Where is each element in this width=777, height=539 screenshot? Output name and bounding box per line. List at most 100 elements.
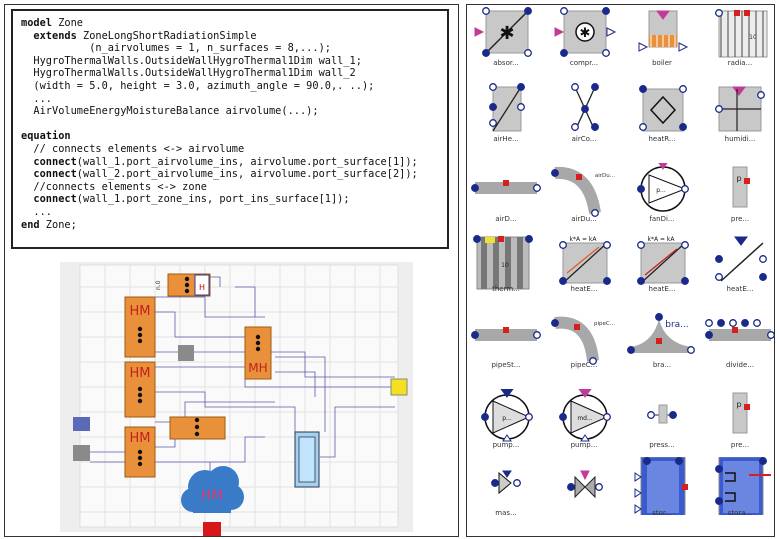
code-text: ... [21, 205, 52, 218]
valve-component-icon [567, 470, 603, 499]
icon-text: k*A = kA [648, 236, 676, 243]
component-label: pre... [730, 215, 750, 223]
heat-recovery-component-icon [639, 85, 687, 132]
branch-component-icon: bra... [627, 313, 695, 354]
icon-text: p [736, 400, 741, 409]
absorber-component[interactable]: ✱ absor... [471, 7, 541, 67]
component-label: pre... [730, 441, 750, 449]
heat-exchanger-1-component[interactable]: k*A = kA heatE... [549, 233, 619, 293]
code-keyword: model [21, 17, 52, 29]
heat-exchanger-2-component-icon: k*A = kA [637, 236, 689, 285]
heat-recovery-component[interactable]: heatR... [627, 83, 697, 143]
air-heater-component[interactable]: airHe... [471, 83, 541, 143]
icon-text: 10 [501, 262, 509, 269]
top-block-label: n.0 [155, 280, 162, 290]
component-label: stora... [727, 509, 753, 517]
icon-text: bra... [665, 320, 689, 330]
pump-2-component-icon: md... [559, 389, 611, 442]
component-label: heatE... [648, 285, 676, 293]
code-text: (width = 5.0, height = 3.0, azimuth_angl… [21, 79, 375, 92]
air-duct-bend-component[interactable]: airDu... airDu... [549, 163, 619, 223]
code-text: // connects elements <-> airvolume [21, 142, 245, 155]
code-text: AirVolumeEnergyMoistureBalance airvolume… [21, 105, 319, 118]
code-line: ... [21, 206, 447, 219]
code-line: extends ZoneLongShortRadiationSimple [21, 30, 447, 43]
storage-2-component-icon [715, 457, 771, 515]
modelica-model-panel: model Zone extends ZoneLongShortRadiatio… [4, 4, 459, 537]
boiler-component[interactable]: boiler [627, 7, 697, 67]
branch-component[interactable]: bra...bra... [627, 309, 697, 369]
component-label: heatR... [648, 135, 676, 143]
airvolume-cloud[interactable]: HM [181, 466, 244, 513]
code-text: ... [21, 92, 52, 105]
air-duct-component-icon [471, 180, 541, 194]
icon-text: pipeC... [594, 321, 615, 327]
code-text: (wall_1.port_airvolume_ins, airvolume.po… [76, 155, 418, 168]
svg-text:H: H [199, 283, 205, 292]
air-duct-component[interactable]: airD... [471, 163, 541, 223]
divider-component[interactable]: divide... [705, 309, 774, 369]
airvolume-label: HM [201, 488, 224, 504]
code-line: HygroThermalWalls.OutsideWallHygroTherma… [21, 67, 447, 80]
component-label: heatE... [726, 285, 754, 293]
code-text: //connects elements <-> zone [21, 180, 207, 193]
component-label: airHe... [493, 135, 519, 143]
code-text: (wall_2.port_airvolume_ins, airvolume.po… [76, 168, 418, 181]
mass-flow-component-icon [491, 470, 521, 495]
component-label: absor... [493, 59, 519, 67]
air-cooler-component-icon [571, 83, 599, 132]
pressure-2-component[interactable]: p pre... [705, 389, 774, 449]
pump-1-component-icon: p... [481, 389, 533, 442]
heat-exchanger-2-component[interactable]: k*A = kA heatE... [627, 233, 697, 293]
code-line: (width = 5.0, height = 3.0, azimuth_angl… [21, 80, 447, 93]
icon-text: airDu... [595, 173, 615, 179]
pump-1-component[interactable]: p... pump... [471, 389, 541, 449]
mass-flow-component[interactable]: mas... [471, 457, 541, 517]
compressor-component-icon: ✱ [554, 7, 617, 57]
compressor-component[interactable]: ✱compr... [549, 7, 619, 67]
component-label: humidi... [724, 135, 756, 143]
radiator-component-icon: 10 [715, 9, 768, 58]
storage-1-component[interactable]: stor... [627, 457, 697, 517]
pipe-curve-component[interactable]: pipeC...pipeC... [549, 309, 619, 369]
air-heater-component-icon [489, 83, 525, 132]
code-keyword: extends [21, 29, 77, 42]
component-label: radia... [727, 59, 753, 67]
thermal-component-icon: 10 [473, 235, 533, 290]
code-line: HygroThermalWalls.OutsideWallHygroTherma… [21, 55, 447, 68]
pressure-sensor-component[interactable]: press... [627, 389, 697, 449]
code-text: Zone [52, 17, 83, 29]
zone-diagram[interactable]: n.0 H HM HM HM MH HM [5, 257, 458, 536]
code-keyword: connect [21, 168, 77, 181]
code-keyword: connect [21, 193, 77, 206]
pressure-2-component-icon: p [732, 392, 750, 434]
component-label: pump... [570, 441, 598, 449]
valve-component[interactable] [549, 457, 619, 515]
absorber-component-icon: ✱ [474, 7, 532, 57]
component-label: airDu... [571, 215, 597, 223]
fan-component[interactable]: p...fanDi... [627, 163, 697, 223]
icon-text: md... [577, 415, 592, 422]
code-line: model Zone [21, 17, 447, 30]
icon-text: p... [502, 415, 512, 422]
pump-2-component[interactable]: md... pump... [549, 389, 619, 449]
humidifier-component[interactable]: humidi... [705, 83, 774, 143]
icon-text: k*A = kA [570, 236, 598, 243]
pipe-straight-component-icon [471, 327, 541, 341]
code-line [21, 118, 447, 131]
storage-2-component[interactable]: stora... [705, 457, 774, 517]
component-label: airCo... [571, 135, 597, 143]
component-label: heatE... [570, 285, 598, 293]
pipe-straight-component[interactable]: pipeSt... [471, 309, 541, 369]
code-text: Zone; [39, 218, 77, 231]
heat-exchanger-3-component[interactable]: heatE... [705, 233, 774, 293]
component-label: pump... [492, 441, 520, 449]
code-editor[interactable]: model Zone extends ZoneLongShortRadiatio… [11, 9, 449, 249]
wall3-hm-label: HM [130, 431, 151, 446]
air-cooler-component[interactable]: airCo... [549, 83, 619, 143]
heat-exchanger-3-component-icon [715, 236, 767, 282]
